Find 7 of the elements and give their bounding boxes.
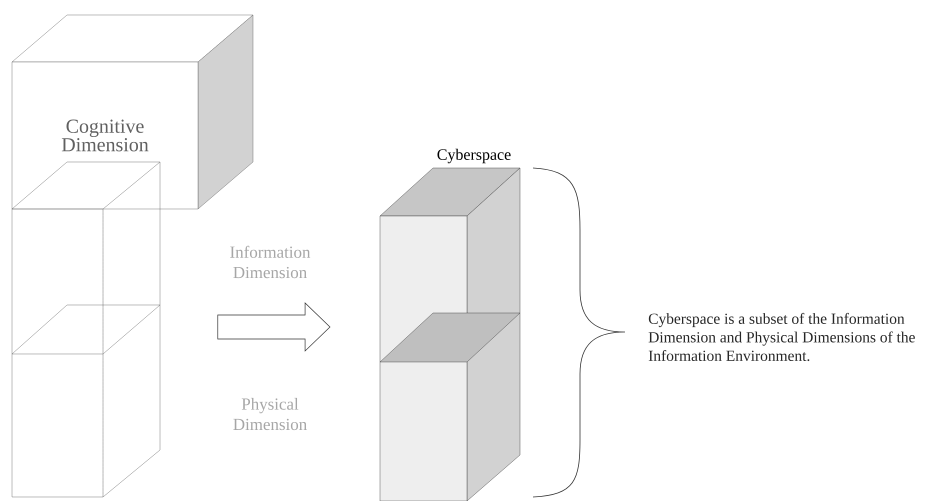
dimension-label: Physical Dimension bbox=[233, 398, 307, 430]
column-heading: Cyberspace bbox=[437, 148, 511, 164]
dimension-label: Information Dimension bbox=[230, 246, 310, 278]
column-drawing bbox=[12, 162, 160, 498]
block-arrow bbox=[217, 302, 330, 352]
description-text: Cyberspace is a subset of the Information Dimension and Physical Dimensions of the Information Environment. bbox=[648, 312, 915, 362]
cube-drawing: Cognitive Dimension bbox=[12, 14, 254, 210]
